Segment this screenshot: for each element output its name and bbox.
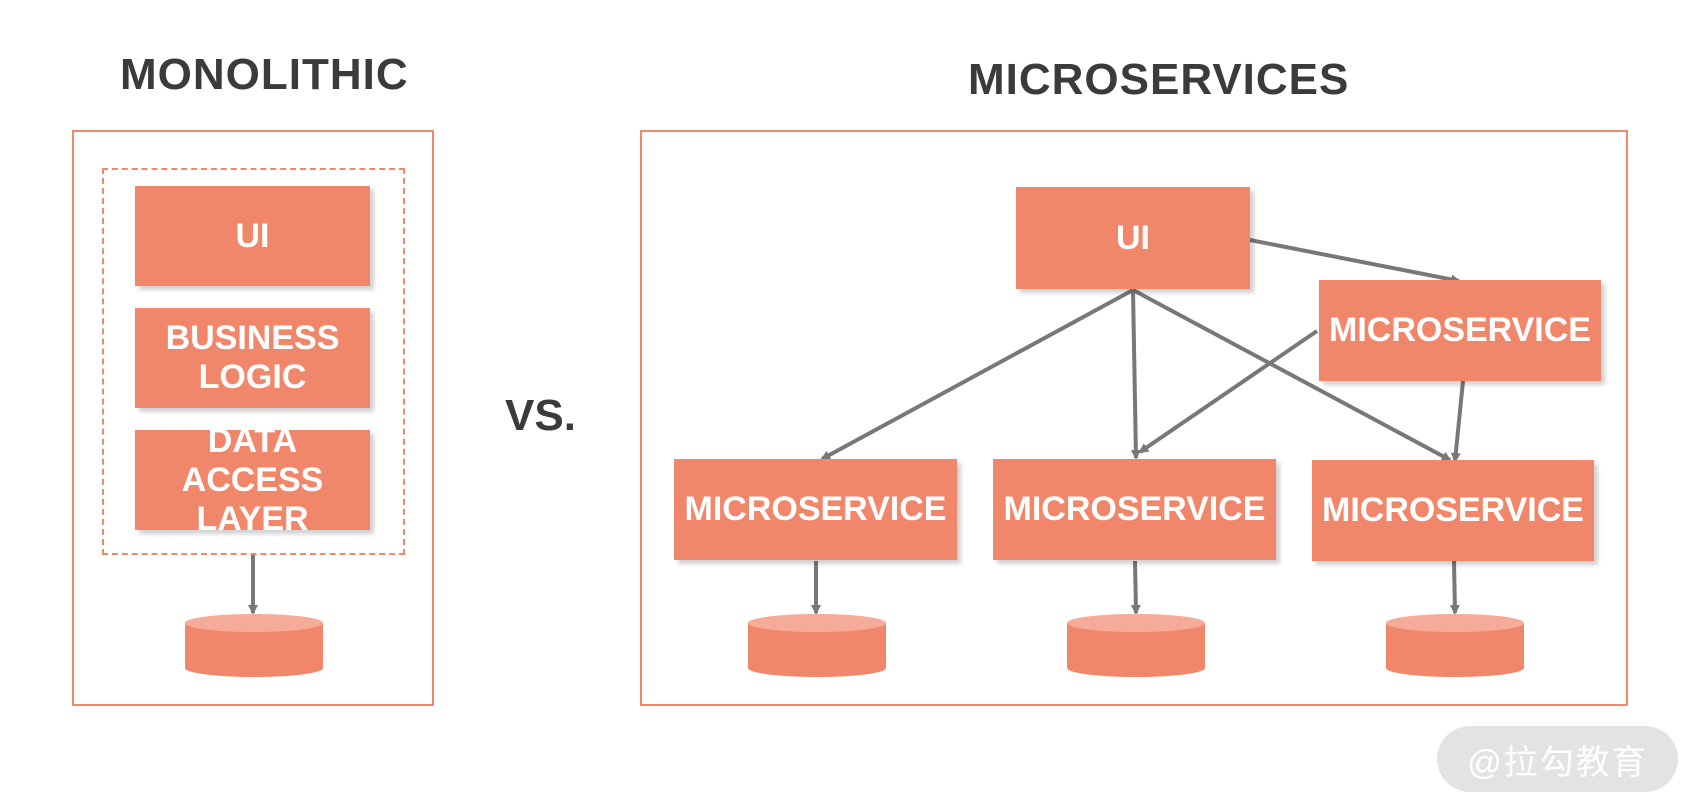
microservices-title: MICROSERVICES [968,55,1350,104]
microservice-middle-box: MICROSERVICE [993,459,1276,560]
microservice-left-box: MICROSERVICE [674,459,957,560]
monolithic-app-boundary [102,168,405,555]
vs-label: VS. [505,391,576,440]
microservices-frame [640,130,1628,706]
microservice-top-label: MICROSERVICE [1329,311,1591,349]
monolithic-ui-box: UI [135,186,370,286]
watermark: @拉勾教育 [1437,726,1678,792]
monolithic-database-icon [185,614,323,677]
monolithic-business-logic-box: BUSINESS LOGIC [135,308,370,408]
arrow-service-right-to-db [1449,560,1460,615]
microservice-right-label: MICROSERVICE [1322,491,1584,529]
service-left-database-icon [748,614,886,677]
business-logic-line-1: BUSINESS [165,319,340,357]
data-access-line-2: LAYER [196,499,309,538]
monolithic-frame [72,130,434,706]
arrow-service-top-to-middle [1138,329,1319,454]
monolithic-title: MONOLITHIC [120,50,409,99]
arrow-ui-to-service-top [1249,238,1461,285]
service-right-database-icon [1386,614,1524,677]
arrow-service-top-to-right [1450,380,1465,463]
microservices-ui-label: UI [1116,218,1150,257]
microservice-top-box: MICROSERVICE [1319,280,1601,381]
microservice-right-box: MICROSERVICE [1312,460,1594,561]
monolithic-ui-label: UI [235,216,270,255]
arrow-ui-to-service-middle [1130,289,1141,460]
microservices-ui-box: UI [1016,187,1250,289]
arrow-ui-to-service-right [1132,288,1452,462]
microservice-middle-label: MICROSERVICE [1003,490,1266,528]
arrow-service-middle-to-db [1130,560,1141,615]
monolithic-data-access-box: DATA ACCESS LAYER [135,422,370,538]
data-access-line-1: DATA ACCESS [181,421,324,499]
arrow-ui-to-service-left [820,288,1134,461]
business-logic-line-2: LOGIC [198,358,307,396]
microservice-left-label: MICROSERVICE [684,490,947,528]
service-middle-database-icon [1067,614,1205,677]
